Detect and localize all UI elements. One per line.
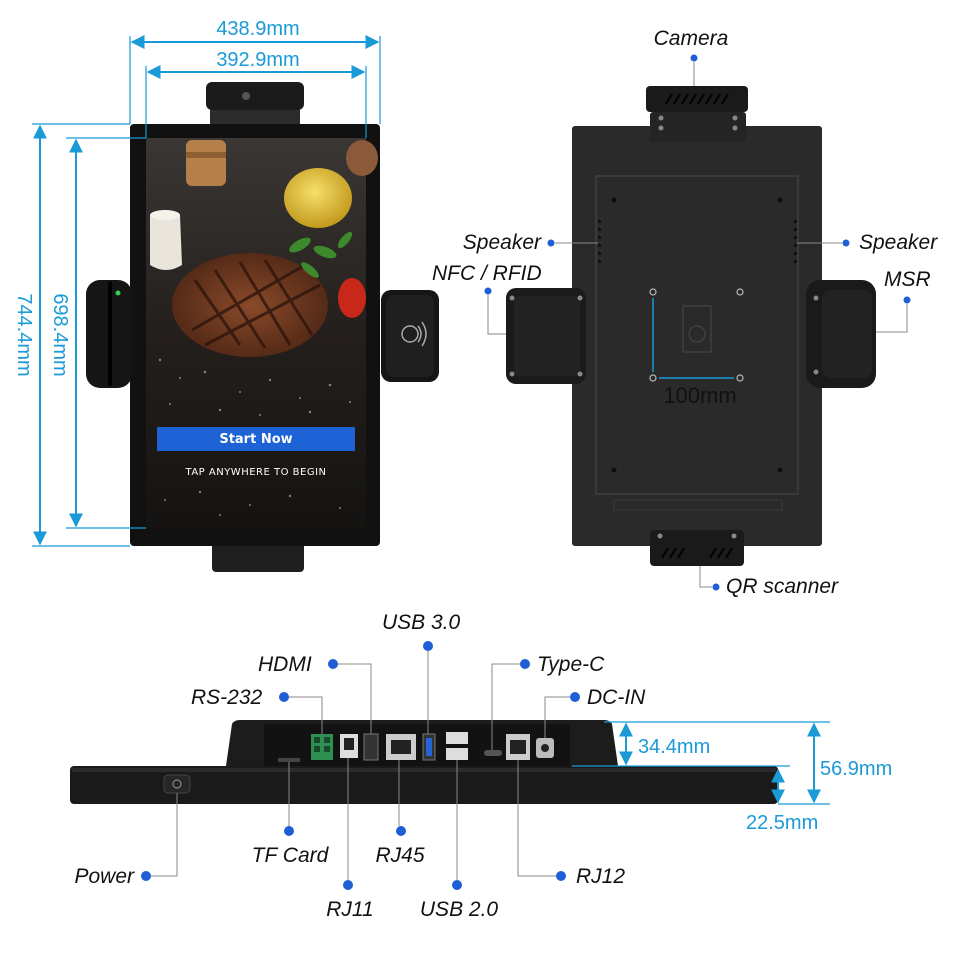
start-now-button[interactable]: Start Now	[219, 432, 292, 447]
tf-card-label: TF Card	[252, 844, 330, 867]
bottom-height-dimensions: 34.4mm 56.9mm 22.5mm	[572, 721, 892, 834]
bottom-callouts-top: USB 3.0 HDMI Type-C RS-232 DC-IN	[191, 611, 646, 750]
hdmi-port	[363, 733, 379, 761]
usb3-label: USB 3.0	[382, 611, 461, 634]
front-height-dimensions: 744.4mm 698.4mm	[13, 123, 146, 547]
dc-in-label: DC-IN	[587, 686, 646, 709]
front-nfc-reader	[381, 290, 439, 382]
back-callouts: Camera Speaker Speaker NFC / RFID MSR 10…	[432, 27, 938, 598]
qr-scanner-label: QR scanner	[726, 575, 839, 598]
front-width-dimensions: 438.9mm 392.9mm	[129, 18, 381, 138]
nfc-rfid-label: NFC / RFID	[432, 262, 542, 285]
bottom-front-bezel	[70, 766, 778, 804]
msr-label: MSR	[884, 268, 931, 291]
vesa-100mm-label: 100mm	[663, 383, 736, 408]
start-now-button-bg[interactable]	[157, 427, 355, 451]
typec-label: Type-C	[537, 653, 605, 676]
front-screen: Start Now TAP ANYWHERE TO BEGIN	[146, 138, 378, 528]
camera-label: Camera	[654, 27, 729, 50]
speaker-left-label: Speaker	[463, 231, 542, 254]
front-msr-reader	[86, 280, 132, 388]
rj11-label: RJ11	[326, 898, 373, 921]
height-total-label: 56.9mm	[820, 758, 892, 780]
height-upper-label: 34.4mm	[638, 736, 710, 758]
front-view: Start Now TAP ANYWHERE TO BEGIN 438.9mm …	[13, 18, 439, 572]
usb2-port-bottom	[446, 748, 468, 760]
bottom-view: USB 3.0 HDMI Type-C RS-232 DC-IN TF Card…	[70, 611, 892, 921]
typec-port	[484, 750, 502, 756]
back-speaker-grills	[598, 220, 797, 263]
power-label: Power	[74, 865, 135, 888]
inner-width-label: 392.9mm	[216, 49, 299, 71]
usb2-label: USB 2.0	[420, 898, 499, 921]
outer-height-label: 744.4mm	[13, 293, 35, 376]
rj12-label: RJ12	[576, 865, 625, 888]
back-msr-module	[806, 280, 876, 388]
back-view: Camera Speaker Speaker NFC / RFID MSR 10…	[432, 27, 938, 598]
rs232-label: RS-232	[191, 686, 263, 709]
speaker-right-label: Speaker	[859, 231, 938, 254]
hdmi-label: HDMI	[258, 653, 312, 676]
front-camera	[206, 82, 304, 126]
inner-height-label: 698.4mm	[49, 293, 71, 376]
rj45-label: RJ45	[375, 844, 424, 867]
back-camera	[646, 86, 748, 142]
vesa-mount	[649, 288, 744, 382]
tap-to-begin-text: TAP ANYWHERE TO BEGIN	[185, 467, 327, 478]
back-recess	[595, 175, 799, 495]
usb2-port-top	[446, 732, 468, 744]
back-qr-module	[650, 530, 744, 566]
front-qr-module	[212, 540, 304, 572]
power-button[interactable]	[163, 774, 191, 794]
bottom-callouts-bottom: TF Card RJ45 Power RJ12 RJ11 USB 2.0	[74, 758, 625, 921]
back-nfc-module	[506, 288, 586, 384]
outer-width-label: 438.9mm	[216, 18, 299, 40]
height-lower-label: 22.5mm	[746, 812, 818, 834]
rs232-port	[311, 734, 333, 760]
tf-card-slot	[278, 758, 300, 762]
back-panel	[572, 126, 822, 546]
